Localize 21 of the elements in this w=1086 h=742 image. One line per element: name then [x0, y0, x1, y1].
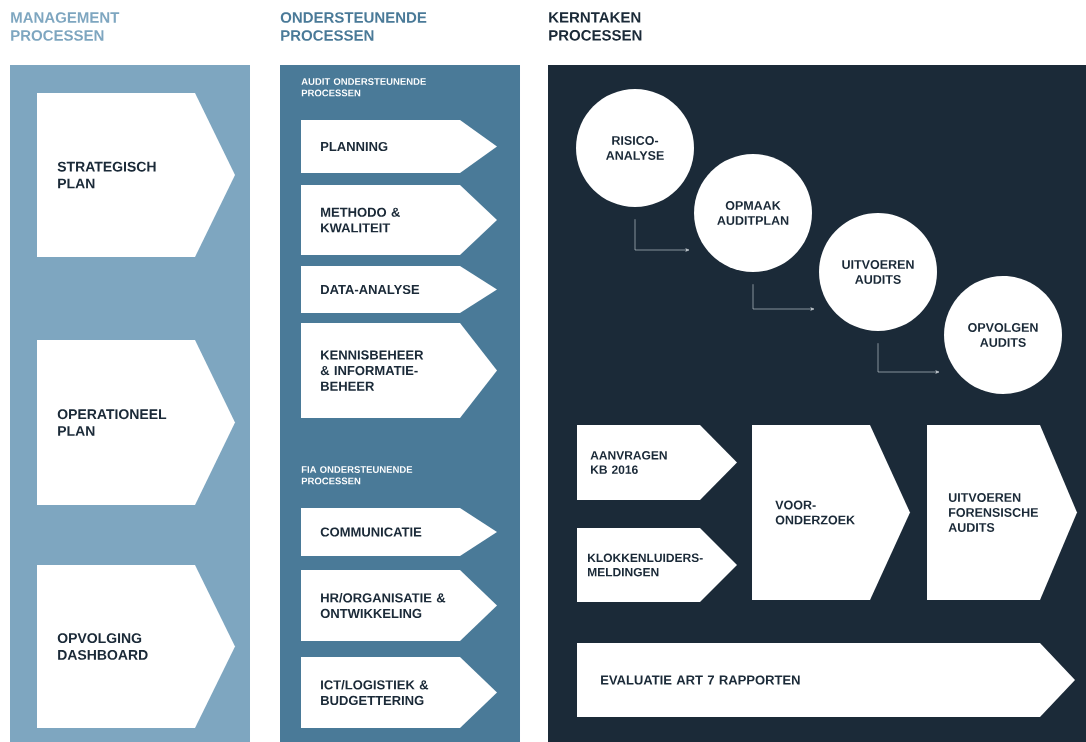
elbow-arrow: [877, 342, 940, 374]
arrow-box: VOOR-ONDERZOEK: [752, 425, 910, 600]
elbow-arrow: [752, 283, 815, 311]
arrow-box: COMMUNICATIE: [301, 508, 497, 556]
group-heading: FIA ONDERSTEUNENDE PROCESSEN: [301, 466, 413, 485]
arrow-box: AANVRAGEN KB 2016: [577, 425, 737, 500]
arrow-box: UITVOEREN FORENSISCHE AUDITS: [927, 425, 1077, 600]
node-label: KERNTAKEN PROCESSEN: [549, 12, 642, 41]
arrow-box: HR/ORGANISATIE & ONTWIKKELING: [301, 570, 497, 641]
node-label: MANAGEMENT PROCESSEN: [11, 12, 120, 41]
arrow-box: STRATEGISCH PLAN: [37, 93, 235, 257]
arrow-box: METHODO & KWALITEIT: [301, 185, 497, 255]
arrow-box: OPERATIONEEL PLAN: [37, 340, 235, 505]
arrow-box: EVALUATIE ART 7 RAPPORTEN: [577, 643, 1075, 717]
elbow-arrow: [634, 218, 690, 252]
arrow-box: KLOKKENLUIDERS-MELDINGEN: [577, 528, 737, 602]
arrow-box: ICT/LOGISTIEK & BUDGETTERING: [301, 657, 497, 728]
node-label: ONDERSTEUNENDE PROCESSEN: [280, 12, 427, 41]
arrow-box: KENNISBEHEER & INFORMATIE-BEHEER: [301, 323, 497, 418]
group-heading: AUDIT ONDERSTEUNENDE PROCESSEN: [301, 78, 426, 97]
arrow-box: OPVOLGING DASHBOARD: [37, 565, 235, 728]
